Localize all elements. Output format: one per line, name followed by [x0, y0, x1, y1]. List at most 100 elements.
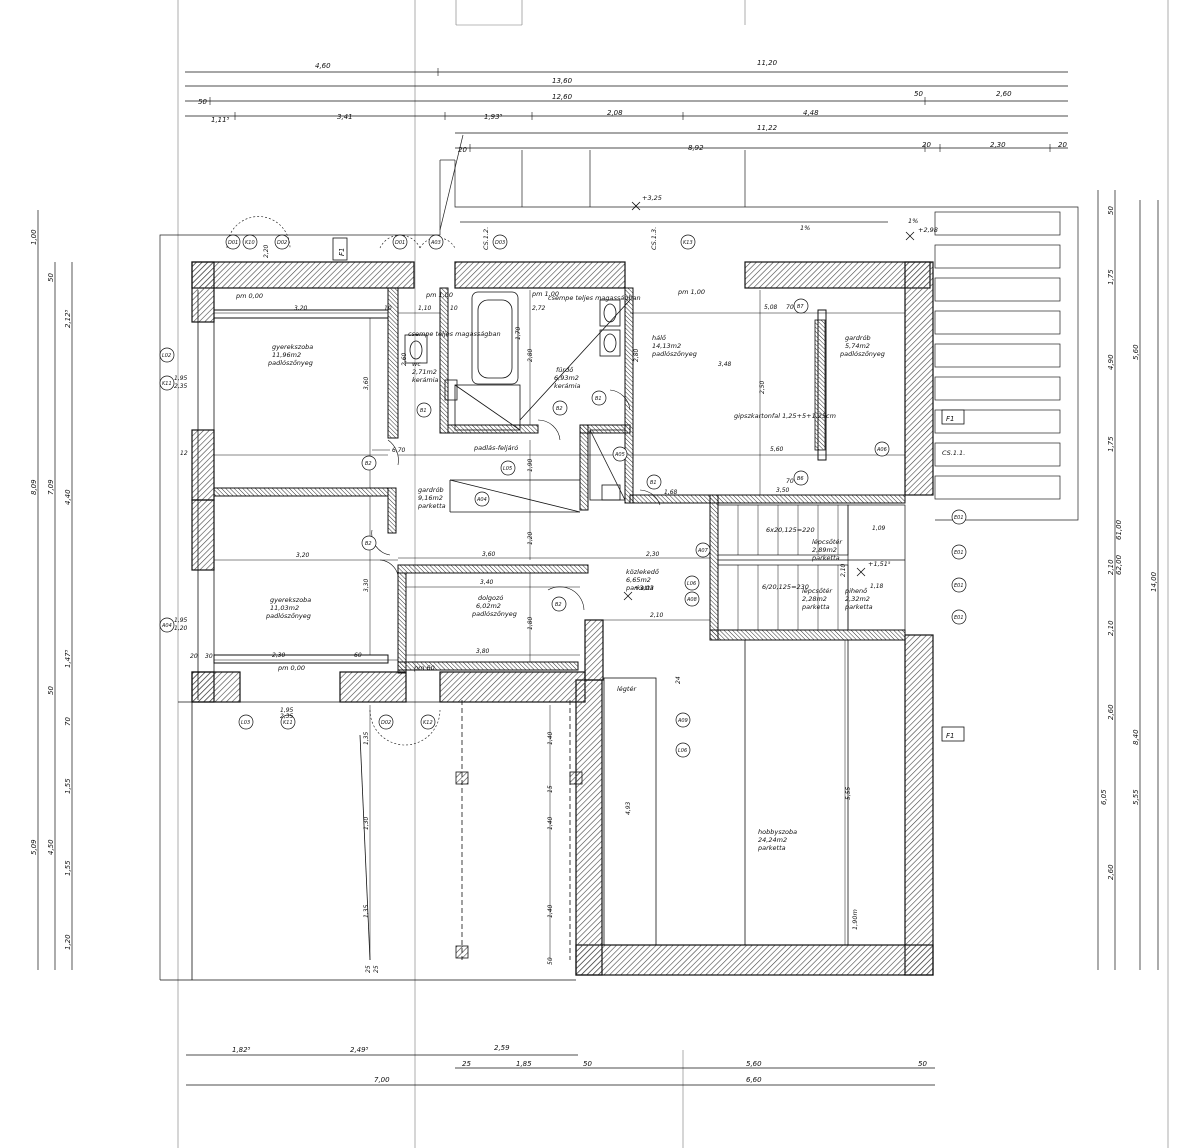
room-name: wc [412, 360, 421, 368]
room-floor: padlószőnyeg [267, 358, 313, 367]
section-mark: CS.1.1. [942, 449, 965, 457]
tag-k12: K12 [423, 720, 433, 726]
level-marker: +3,25 [642, 194, 662, 202]
bottom-dimension-texts: 1,82⁵ 2,49⁵ 2,59 25 1,85 50 5,60 50 7,00… [232, 1044, 927, 1084]
room-floor: parketta [844, 603, 873, 611]
top-dimension-texts: 4,60 11,20 13,60 50 12,60 50 2,60 1,11⁵ … [198, 59, 1067, 154]
room-name: gyerekszoba [272, 343, 313, 351]
dim-text: 1,40 [547, 904, 554, 918]
dim-text: 2,60 [401, 352, 408, 366]
dim-text: 3,20 [294, 305, 308, 312]
dim-text: 1,35 [363, 731, 370, 745]
room-floor: padlószőnyeg [471, 609, 517, 618]
height-note: 1,90m [851, 909, 859, 930]
tag-k10: K10 [245, 240, 255, 246]
tag-a08: A08 [686, 597, 697, 603]
tag-a04: A04 [161, 623, 172, 629]
dim-text: 1,30 [363, 816, 370, 830]
room-label: gyerekszoba 11,03m2 padlószőnyeg [265, 596, 311, 620]
tag-d02: D02 [277, 240, 287, 246]
left-dimension-chains [37, 210, 73, 970]
slope-note: 1% [800, 224, 810, 232]
dim-text: 8,92 [688, 144, 704, 152]
top-dimension-chains [185, 68, 1068, 152]
dim-text: 1,10 [418, 305, 432, 312]
f1-label: F1 [946, 415, 954, 423]
room-label: gyerekszoba 11,96m2 padlószőnyeg [267, 343, 313, 367]
dim-text: 1,75 [1107, 436, 1115, 452]
slope-note: 1% [908, 217, 918, 225]
room-label: dolgozó 6,02m2 padlószőnyeg [471, 594, 517, 618]
dim-text: 1,20 [527, 531, 534, 545]
room-name: gardrób [418, 486, 444, 494]
dim-text: 1,90 [527, 458, 534, 472]
room-name: lépcsőtér [812, 537, 843, 546]
tag-b6: B6 [797, 476, 804, 482]
dim-text: 4,93 [625, 801, 632, 815]
room-label: közlekedő 6,65m2 parketta [625, 567, 660, 592]
room-floor: parketta [625, 584, 654, 592]
room-label: gardrób 9,16m2 parketta [417, 486, 446, 510]
tag-b1: B1 [650, 480, 657, 486]
room-area: 11,03m2 [270, 604, 299, 612]
dim-text: 2,80 [527, 348, 534, 362]
dim-text: 50 [583, 1060, 592, 1068]
dim-text: 2,49⁵ [350, 1046, 369, 1054]
dim-text: 1,20 [64, 934, 72, 950]
room-floor: padlószőnyeg [839, 349, 885, 358]
dim-text: 61,00 [1115, 519, 1123, 540]
dim-text: 60 [354, 652, 362, 659]
room-floor: parketta [757, 844, 786, 852]
level-note: pm 60 [413, 664, 435, 672]
room-name: gardrób [845, 334, 871, 342]
lower-structure [160, 640, 849, 981]
dim-text: 2,35 [280, 713, 294, 720]
dim-text: 50 [47, 273, 55, 282]
dim-text: 3,48 [718, 361, 732, 368]
dim-text: 8,40 [1132, 729, 1140, 745]
dim-text: 5,60 [770, 446, 784, 453]
dim-text: 10 [384, 305, 392, 312]
interior-walls [213, 287, 906, 674]
room-label: fürdő 6,93m2 kerámia [554, 365, 581, 390]
section-mark: CS.1.2. [482, 227, 490, 250]
dim-text: 3,80 [476, 648, 490, 655]
dim-text: 1,35 [363, 904, 370, 918]
dim-text: 50 [547, 957, 554, 965]
room-label: wc 2,71m2 kerámia [412, 360, 439, 384]
terrace-outline [159, 134, 1079, 980]
dim-text: 1,55 [64, 778, 72, 794]
dim-text: 1,47⁵ [64, 649, 72, 668]
level-marker: +2,98 [918, 226, 938, 234]
room-label: pihenő 2,32m2 parketta [844, 586, 873, 611]
dim-text: 25 [373, 965, 380, 973]
dim-text: 1,82⁵ [232, 1046, 251, 1054]
dim-text: 70 [786, 304, 794, 311]
dim-text: 2,30 [646, 551, 660, 558]
dim-text: 13,60 [552, 77, 573, 85]
room-name: lépcsőtér [802, 586, 833, 595]
dim-text: 1,55 [64, 860, 72, 876]
dim-text: 50 [198, 98, 207, 106]
dim-text: 50 [918, 1060, 927, 1068]
room-name: fürdő [556, 365, 574, 374]
room-floor: padlószőnyeg [651, 349, 697, 358]
dim-text: 2,10 [1107, 620, 1115, 636]
tag-e01: E01 [954, 515, 964, 521]
room-name: közlekedő [626, 567, 660, 576]
dim-text: 2,60 [1107, 864, 1115, 880]
room-area: 2,32m2 [845, 595, 870, 603]
f1-label: F1 [338, 248, 346, 256]
f1-label: F1 [946, 732, 954, 740]
tag-bubble-labels: D01 K10 D02 D01 A03 D03 K13 L02 K11 A04 … [161, 240, 964, 754]
dim-text: 2,08 [607, 109, 623, 117]
tag-a03: A03 [430, 240, 441, 246]
dim-text: 1,68 [664, 489, 678, 496]
dim-text: 1,11⁵ [211, 116, 230, 124]
room-area: 14,13m2 [652, 342, 681, 350]
dim-text: 2,30 [990, 141, 1006, 149]
dim-text: 2,60 [1107, 704, 1115, 720]
room-area: 5,74m2 [845, 342, 870, 350]
dim-text: 50 [1107, 206, 1115, 215]
